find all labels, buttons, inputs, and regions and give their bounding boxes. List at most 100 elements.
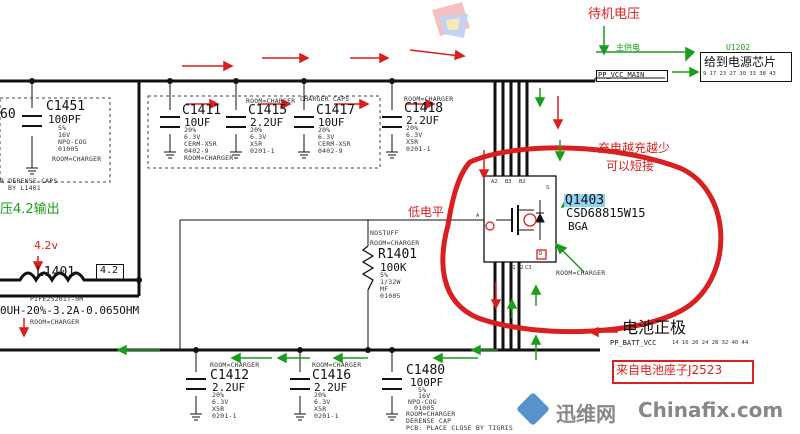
- c1417-spec: 20%: [318, 126, 331, 134]
- can-short-label: 可以短接: [606, 159, 655, 173]
- r1401-spec: 01005: [380, 292, 401, 300]
- c-partial-ref: 60: [0, 107, 16, 122]
- pp-vcc-main-box: [596, 70, 668, 82]
- c1418-spec: 6.3V: [406, 131, 423, 139]
- batt-pins: 14 16 20 24 28 32 40 44: [672, 340, 749, 346]
- c1416-spec: 6.3V: [314, 398, 331, 406]
- c1415-ref: C1415: [248, 103, 288, 118]
- q1403-package: BGA: [568, 220, 588, 233]
- c1412-ref: C1412: [210, 368, 250, 383]
- ground-symbols: [26, 151, 398, 421]
- c1415-spec: X5R: [250, 140, 263, 148]
- c1411-spec: 0402-9: [184, 147, 209, 155]
- c1451-room: ROOM=CHARGER: [52, 155, 102, 163]
- c1451-spec: 01005: [58, 145, 79, 153]
- low-power-label: 低电平: [408, 205, 445, 219]
- q1403-pin: B2: [519, 179, 526, 185]
- q1403-pin-d: D: [539, 251, 543, 257]
- c1415-room: ROOM=CHARGER: [246, 97, 296, 105]
- v42-box: [96, 264, 124, 280]
- c1416-spec: X5R: [314, 405, 327, 413]
- q1403-pin: B3: [505, 179, 512, 185]
- c1415-spec: 6.3V: [250, 133, 267, 141]
- c1412-room: ROOM=CHARGER: [210, 361, 260, 369]
- c1411-spec: CERM-X5R: [184, 140, 217, 148]
- q1403-pin: C3: [525, 265, 532, 271]
- q1403-part: CSD68815W15: [566, 206, 646, 220]
- capacitor-plates: [22, 115, 402, 390]
- c1415-spec: 0201-1: [250, 147, 275, 155]
- c1412-spec: 0201-1: [212, 412, 237, 420]
- c1416-room: ROOM=CHARGER: [312, 361, 362, 369]
- watermark-logo-icon: [432, 2, 470, 38]
- c1417-spec: 6.3V: [318, 133, 335, 141]
- c1451-ref: C1451: [46, 99, 86, 114]
- c1480-spec: 5%: [418, 386, 427, 394]
- l1401-part: PIFE25201T-0M: [30, 295, 84, 303]
- c1411-ref: C1411: [182, 103, 222, 118]
- c1451-spec: 5%: [58, 124, 67, 132]
- c1418-room: ROOM=CHARGER: [404, 95, 454, 103]
- q1403-pin: C2: [517, 265, 524, 271]
- c1418-ref: C1418: [404, 101, 444, 116]
- r1401-room: ROOM=CHARGER: [370, 239, 420, 247]
- q1403-pin: A2: [491, 179, 498, 185]
- watermark-cn: 迅维网: [556, 402, 616, 426]
- derense-cap-label: DERENSE CAP: [406, 417, 452, 425]
- charger-caps-label: CHARGER CAPS: [300, 95, 350, 103]
- c1416-ref: C1416: [312, 368, 352, 383]
- v42-label: 4.2v: [34, 239, 59, 252]
- q1403-room: ROOM=CHARGER: [556, 269, 606, 277]
- pp-vcc-main-label: PP_VCC_MAIN: [598, 71, 645, 79]
- c1480-room: ROOM=CHARGER: [406, 410, 456, 418]
- c1418-spec: 0201-1: [406, 145, 431, 153]
- r1401-spec: MF: [380, 285, 389, 293]
- l1401-ref: L1401: [36, 265, 76, 280]
- q1403-pin-s: S: [546, 185, 550, 191]
- c1451-spec: NPO-COG: [58, 138, 87, 146]
- c1416-spec: 20%: [314, 391, 327, 399]
- annotation-ellipse: [440, 145, 724, 335]
- q1403-pin: C1: [509, 265, 516, 271]
- c1412-spec: 6.3V: [212, 398, 229, 406]
- battery-source-label: 来自电池座子J2523: [616, 363, 723, 377]
- r1401-spec: 1/32W: [380, 278, 401, 286]
- q1403-mosfet-symbol: [483, 175, 557, 263]
- watermark-en: Chinafix.com: [638, 398, 784, 422]
- marker-circles: [485, 213, 547, 260]
- c1451-value: 100PF: [48, 113, 82, 126]
- battery-positive-label: 电池正极: [622, 318, 687, 337]
- r1401-spec: 5%: [380, 271, 389, 279]
- c1418-spec: 20%: [406, 124, 419, 132]
- output-42-label: 压4.2输出: [0, 202, 60, 217]
- c1416-spec: 0201-1: [314, 412, 339, 420]
- v42-box-value: 4.2: [100, 265, 119, 276]
- c1412-spec: X5R: [212, 405, 225, 413]
- c1417-ref: C1417: [316, 103, 356, 118]
- c1451-spec: 16V: [58, 131, 71, 139]
- c1412-spec: 20%: [212, 391, 225, 399]
- c1418-spec: X5R: [406, 138, 419, 146]
- c1480-ref: C1480: [406, 363, 446, 378]
- c1417-spec: 0402-9: [318, 147, 343, 155]
- c1416-value: 2.2UF: [314, 381, 348, 394]
- c1411-room: ROOM=CHARGER: [184, 154, 234, 162]
- main-power-label: 主供电: [616, 43, 640, 52]
- derense-caps-label: R DERENSE CAPS: [0, 177, 58, 185]
- c1417-value: 10UF: [318, 116, 345, 129]
- charge-short-label: 充电越充越少: [598, 141, 671, 155]
- c1480-spec: NPO-COG: [408, 398, 437, 406]
- c1411-value: 10UF: [184, 116, 211, 129]
- power-chip-box: [700, 52, 792, 82]
- c1418-value: 2.2UF: [406, 114, 440, 127]
- battery-source-box: [612, 360, 754, 384]
- l1401-room: ROOM=CHARGER: [30, 318, 80, 326]
- c1417-spec: CERM-X5R: [318, 140, 351, 148]
- c1411-spec: 6.3V: [184, 133, 201, 141]
- r1401-value: 100K: [380, 261, 407, 274]
- u1202-pins: 9 17 23 27 30 33 38 43: [703, 71, 776, 77]
- c1415-spec: 20%: [250, 126, 263, 134]
- pp-batt-vcc-label: PP_BATT_VCC: [610, 339, 657, 347]
